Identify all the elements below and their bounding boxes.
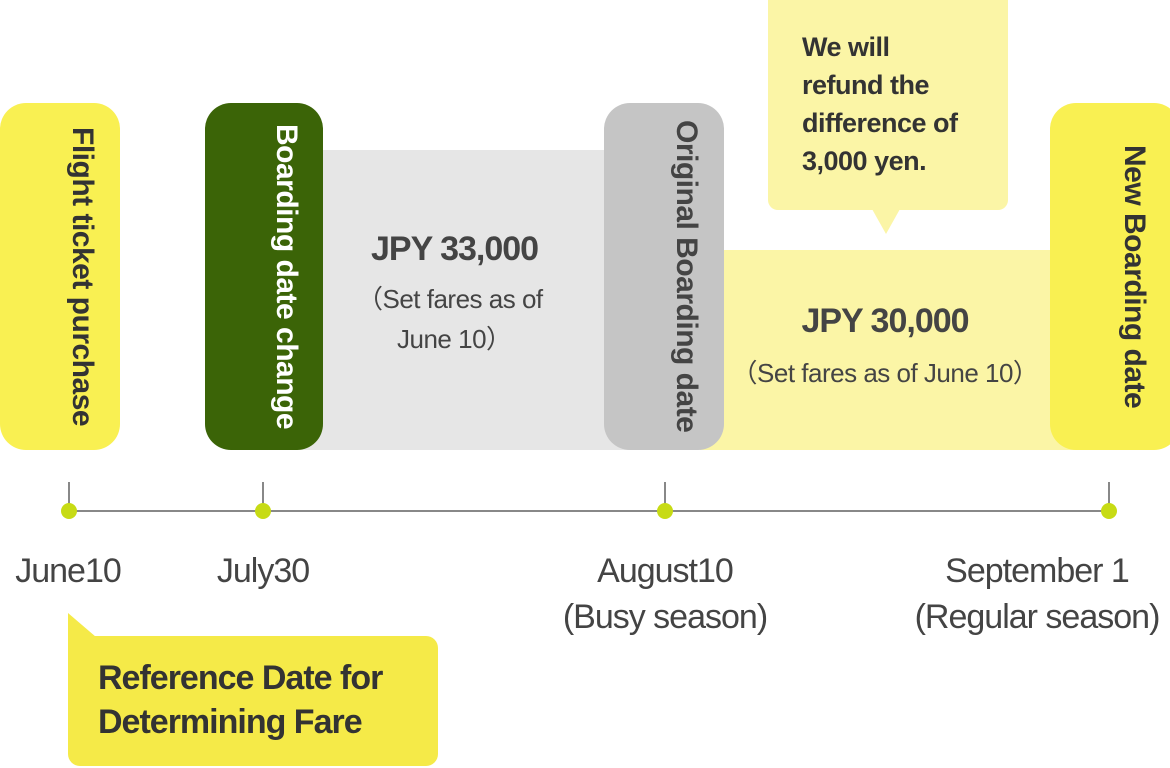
refund-line-2: refund the: [802, 70, 930, 100]
date-september1-season: (Regular season): [914, 598, 1161, 636]
refund-bubble-tail: [872, 209, 900, 234]
date-label-june10: June10: [0, 548, 136, 594]
date-august10-season: (Busy season): [562, 598, 768, 636]
regular-fare-amount: JPY 30,000: [801, 302, 969, 340]
timeline-tick: [68, 482, 70, 512]
regular-fare-note: （Set fares as of June 10）: [731, 358, 1039, 388]
reference-callout-tail: [68, 613, 96, 637]
new-boarding-date-pill: New Boarding date: [1050, 103, 1170, 450]
flight-ticket-purchase-label: Flight ticket purchase: [66, 126, 99, 427]
timeline-dot-august10: [657, 503, 673, 519]
timeline-axis: [68, 510, 1110, 512]
timeline-tick: [262, 482, 264, 512]
original-boarding-date-pill: Original Boarding date: [604, 103, 724, 450]
date-july30: July30: [216, 552, 310, 590]
date-label-september1: September 1 (Regular season): [906, 548, 1168, 640]
reference-line-2: Determining Fare: [98, 703, 363, 741]
timeline-dot-september1: [1101, 503, 1117, 519]
date-september1: September 1: [945, 552, 1130, 590]
boarding-date-change-label: Boarding date change: [270, 123, 303, 430]
new-boarding-date-label: New Boarding date: [1118, 144, 1151, 409]
busy-fare-note-line1: （Set fares as of: [357, 284, 543, 314]
busy-fare-amount: JPY 33,000: [371, 230, 539, 268]
busy-season-fare-band: [300, 150, 630, 450]
timeline-tick: [1108, 482, 1110, 512]
date-august10: August10: [597, 552, 734, 590]
busy-season-fare: JPY 33,000 （Set fares as of June 10）: [345, 230, 605, 359]
reference-line-1: Reference Date for: [98, 659, 383, 697]
original-boarding-date-label: Original Boarding date: [670, 120, 703, 433]
timeline-dot-june10: [61, 503, 77, 519]
refund-line-1: We will: [802, 32, 890, 62]
date-june10: June10: [15, 552, 122, 590]
regular-season-fare-band: [700, 250, 1080, 450]
date-label-august10: August10 (Busy season): [540, 548, 790, 640]
timeline-tick: [664, 482, 666, 512]
refund-line-4: 3,000 yen.: [802, 146, 927, 176]
boarding-date-change-pill: Boarding date change: [205, 103, 323, 450]
refund-speech-bubble: We will refund the difference of 3,000 y…: [768, 0, 1008, 210]
timeline-dot-july30: [255, 503, 271, 519]
refund-line-3: difference of: [802, 108, 958, 138]
date-label-july30: July30: [196, 548, 330, 594]
busy-fare-note-line2: June 10）: [397, 324, 512, 354]
reference-date-callout: Reference Date for Determining Fare: [68, 636, 438, 766]
flight-ticket-purchase-pill: Flight ticket purchase: [0, 103, 120, 450]
regular-season-fare: JPY 30,000 （Set fares as of June 10）: [720, 302, 1050, 393]
